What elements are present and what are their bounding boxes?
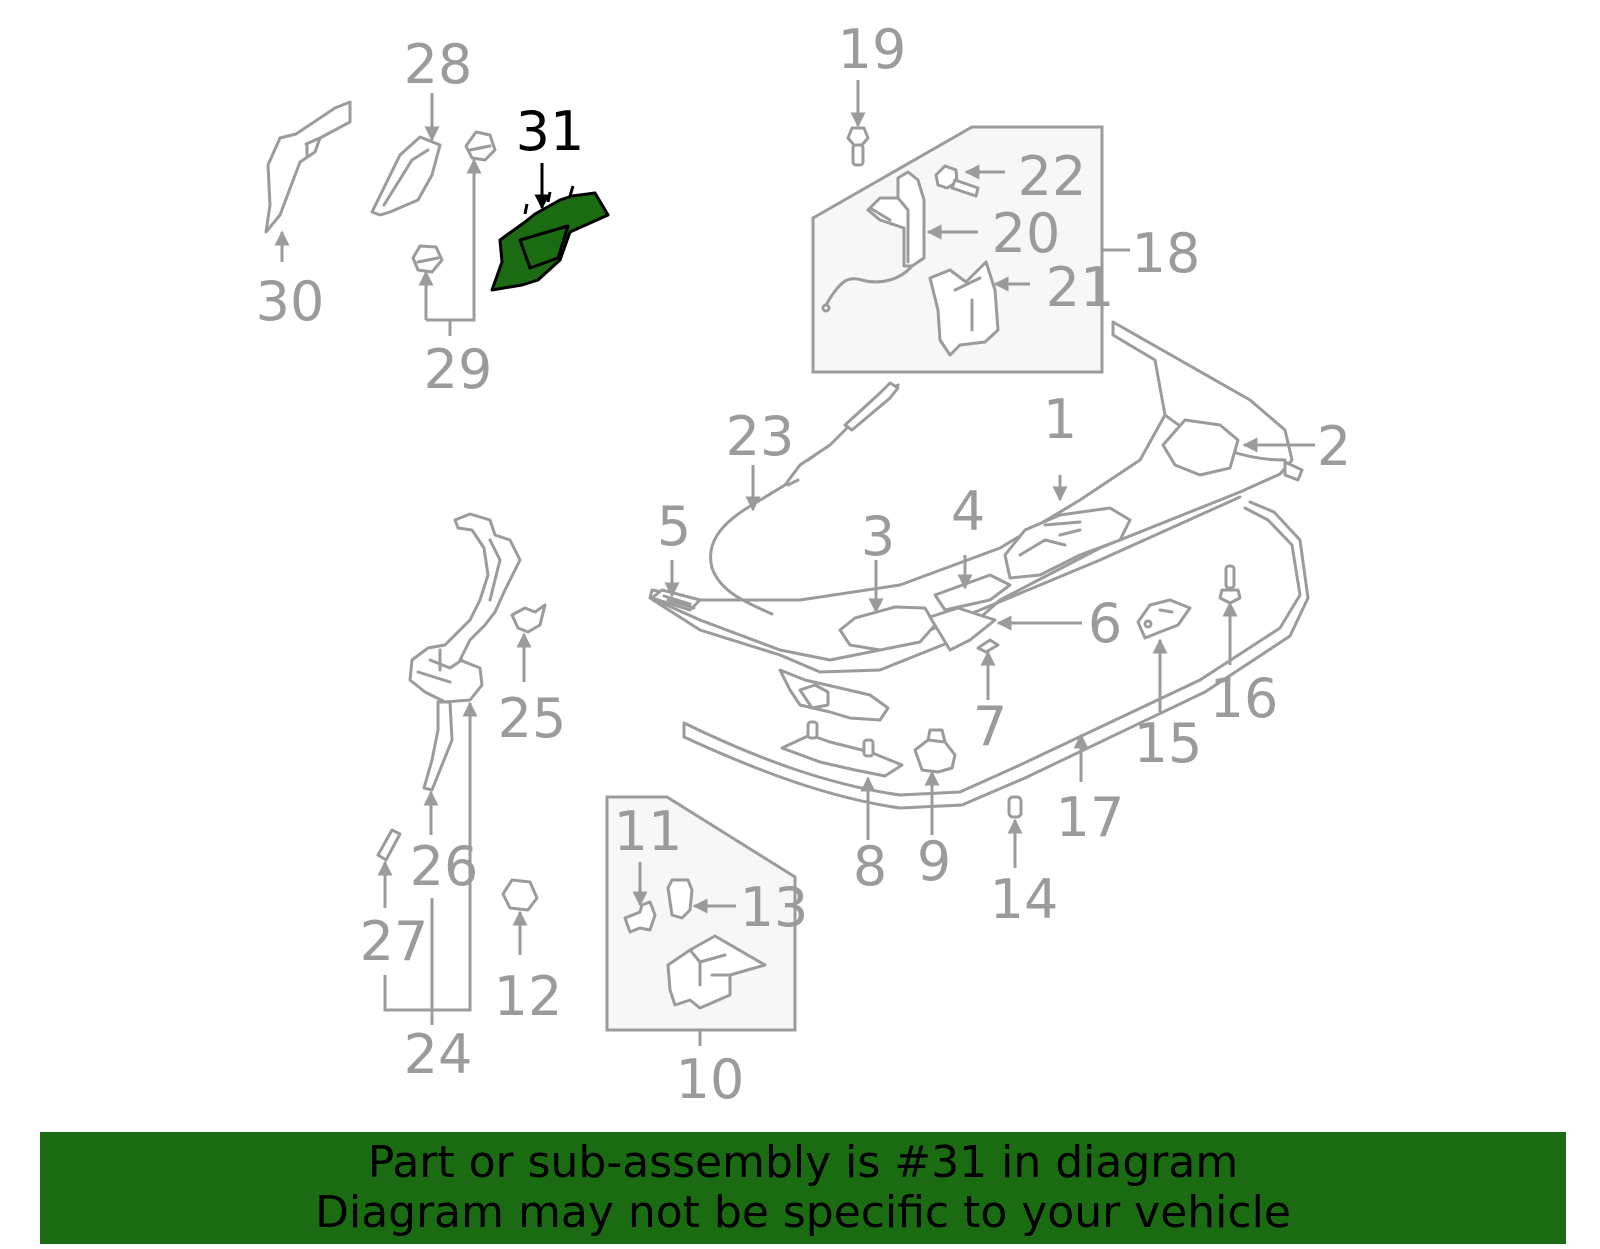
banner-line-1: Part or sub-assembly is #31 in diagram: [367, 1137, 1239, 1188]
part-7-clip: [976, 638, 1000, 654]
part-20-latch-actuator: [821, 170, 926, 313]
callout-16: 16: [1210, 667, 1279, 730]
part-14-plug: [1007, 795, 1023, 819]
callout-5: 5: [657, 495, 691, 558]
callout-31-highlighted: 31: [516, 100, 585, 163]
part-9-bumper: [913, 728, 957, 774]
callout-7: 7: [973, 695, 1007, 758]
part-28-trim-piece: [370, 135, 442, 217]
part-11-connector: [623, 900, 657, 934]
part-21-cover: [928, 260, 1000, 357]
part-16-bolt: [1218, 564, 1242, 605]
callout-6: 6: [1088, 592, 1122, 655]
part-25-clip: [510, 603, 547, 634]
part-6-cover-plate: [928, 606, 997, 652]
part-12-nut: [501, 878, 539, 912]
banner-line-2: Diagram may not be specific to your vehi…: [315, 1187, 1291, 1238]
subassembly-box-10: [605, 795, 797, 1032]
part-30-bracket: [264, 100, 352, 234]
callout-2: 2: [1317, 415, 1351, 478]
callout-27: 27: [360, 910, 429, 973]
callout-17: 17: [1056, 786, 1125, 849]
part-19-bolt: [846, 126, 870, 167]
callout-22: 22: [1018, 145, 1087, 208]
part-29-clip-upper: [464, 130, 497, 162]
part-8-striker: [780, 720, 904, 778]
info-banner: Part or sub-assembly is #31 in diagram D…: [40, 1132, 1566, 1244]
callout-1: 1: [1043, 388, 1077, 451]
callout-11: 11: [614, 800, 683, 863]
callout-29: 29: [424, 338, 493, 401]
callout-15: 15: [1134, 712, 1203, 775]
callout-8: 8: [853, 835, 887, 898]
part-22-bolt: [934, 164, 980, 198]
callout-9: 9: [917, 830, 951, 893]
callout-28: 28: [404, 33, 473, 96]
part-10-housing: [666, 934, 767, 1010]
callout-25: 25: [498, 687, 567, 750]
part-23-release-cable: [709, 381, 900, 616]
callout-14: 14: [990, 868, 1059, 931]
callout-23: 23: [726, 405, 795, 468]
callout-18: 18: [1132, 222, 1201, 285]
leader-29b: [426, 158, 482, 322]
part-29-clip-lower: [411, 244, 444, 274]
callout-3: 3: [861, 505, 895, 568]
callout-20: 20: [992, 202, 1061, 265]
part-13-bulb: [666, 878, 694, 920]
callout-12: 12: [494, 965, 563, 1028]
callout-24: 24: [404, 1023, 473, 1086]
callout-10: 10: [676, 1048, 745, 1111]
callout-19: 19: [838, 18, 907, 81]
part-24-hinge: [408, 512, 522, 792]
callout-13: 13: [740, 876, 809, 939]
part-latch-under-lid: [778, 668, 890, 722]
part-17-weatherstrip: [682, 500, 1310, 810]
part-5-bumper: [650, 588, 702, 612]
part-31-highlighted: [490, 185, 610, 292]
part-4-handle-recess: [933, 506, 1132, 612]
callout-30: 30: [256, 270, 325, 333]
part-27-pin: [376, 828, 402, 862]
callout-26: 26: [410, 835, 479, 898]
callout-21: 21: [1046, 256, 1115, 319]
callout-4: 4: [951, 480, 985, 543]
part-15-bracket: [1136, 598, 1192, 640]
